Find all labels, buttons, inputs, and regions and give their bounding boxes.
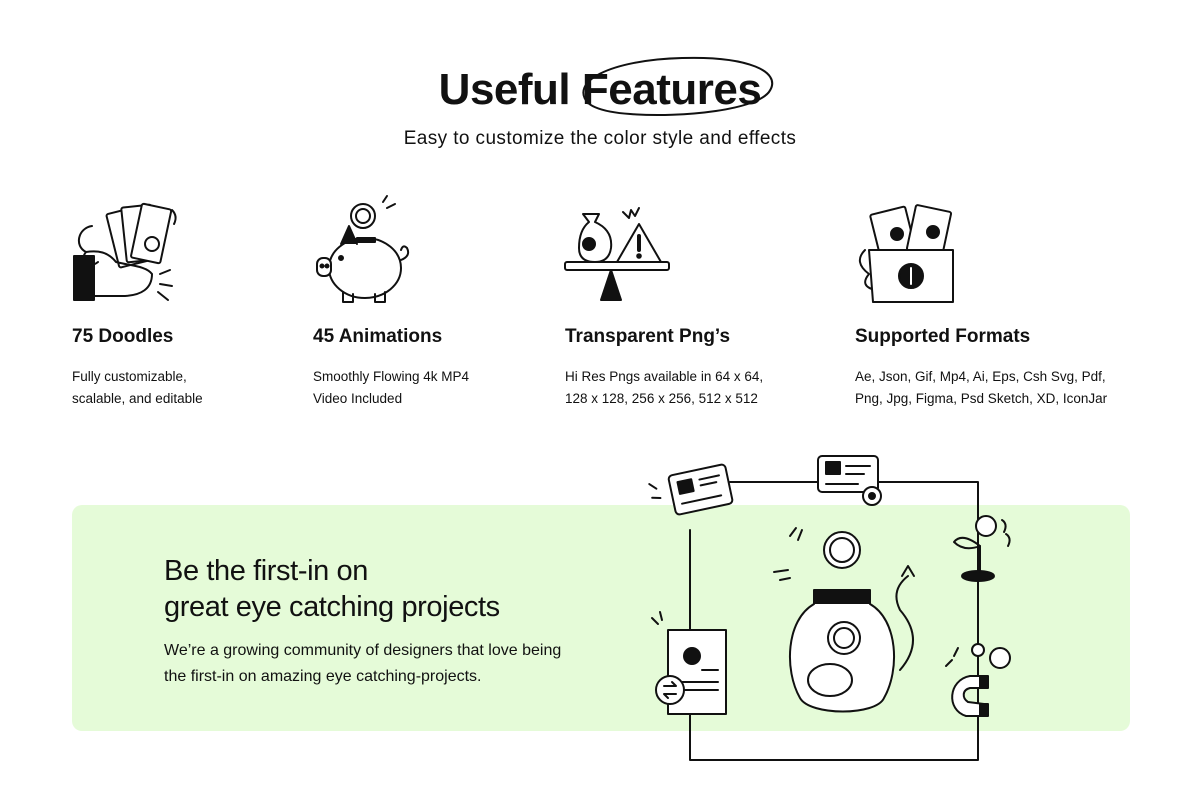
- credit-card-icon: [648, 463, 734, 516]
- title-highlight: Features: [581, 56, 773, 120]
- feature-description: Ae, Json, Gif, Mp4, Ai, Eps, Csh Svg, Pd…: [855, 369, 1108, 406]
- coin-magnet-icon: [945, 643, 1011, 717]
- title-plain: Useful: [438, 65, 571, 114]
- coin-plant-icon: [953, 515, 1011, 582]
- feature-description: Fully customizable, scalable, and editab…: [72, 369, 203, 406]
- title-highlight-text: Features: [581, 65, 762, 114]
- page-title: Useful Features: [438, 56, 773, 120]
- box-of-money-icon: [858, 204, 954, 303]
- banner-headline: Be the first-in on great eye catching pr…: [164, 555, 500, 623]
- piggy-bank-icon: [316, 195, 410, 303]
- feature-title: Supported Formats: [855, 326, 1031, 347]
- hand-holding-money-icon: [73, 202, 177, 301]
- subtitle: Easy to customize the color style and ef…: [403, 128, 797, 149]
- coin-jar-icon: [773, 527, 915, 713]
- money-bag-warning-icon: [564, 207, 670, 301]
- feature-title: Transparent Png’s: [565, 326, 731, 347]
- header: Useful Features Easy to customize the co…: [0, 56, 1200, 150]
- features-row: 75 Doodles Fully customizable, scalable,…: [0, 195, 1200, 416]
- feature-title: 45 Animations: [313, 326, 443, 347]
- card-with-gear-icon: [817, 455, 882, 506]
- feature-description: Hi Res Pngs available in 64 x 64, 128 x …: [565, 369, 764, 406]
- feature-description: Smoothly Flowing 4k MP4 Video Included: [313, 369, 470, 406]
- banner-body: We’re a growing community of designers t…: [164, 642, 562, 685]
- invoice-icon: [651, 611, 727, 715]
- finance-doodle-artwork: [648, 455, 1011, 761]
- feature-title: 75 Doodles: [72, 326, 174, 347]
